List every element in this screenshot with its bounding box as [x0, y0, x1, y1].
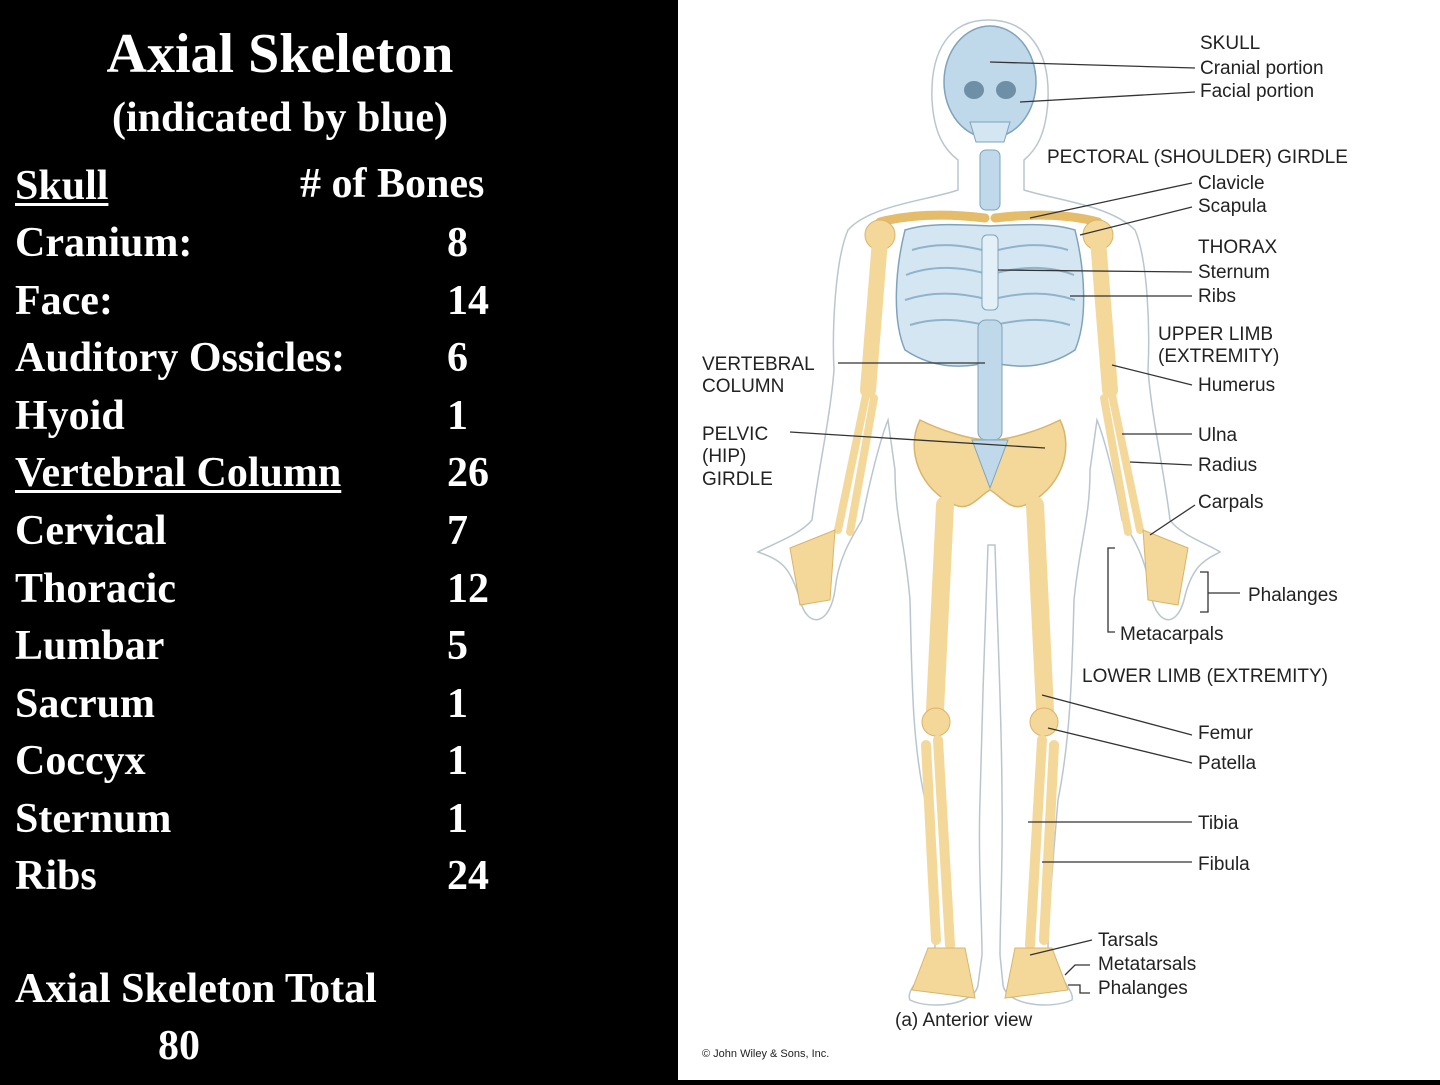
- bone-row-count: 14: [447, 278, 489, 324]
- bone-row-label: Face:: [15, 278, 113, 324]
- label-facial: Facial portion: [1200, 81, 1314, 102]
- label-radius: Radius: [1198, 455, 1257, 476]
- figure-caption: (a) Anterior view: [895, 1010, 1033, 1031]
- bone-row-label: Auditory Ossicles:: [15, 335, 346, 381]
- skeleton-figure-panel: SKULL Cranial portion Facial portion PEC…: [678, 0, 1440, 1080]
- femur-shape: [926, 496, 1054, 719]
- bone-row-count: 8: [447, 220, 468, 266]
- label-scapula: Scapula: [1198, 196, 1267, 217]
- bone-row-count: 7: [447, 508, 468, 554]
- body-outline: [756, 19, 1222, 1006]
- label-pelvic: PELVIC: [702, 424, 768, 445]
- bone-row-label: Sacrum: [15, 681, 155, 727]
- bone-row-count: 1: [447, 796, 468, 842]
- label-sternum: Sternum: [1198, 262, 1270, 283]
- vertebral-column-shape: [977, 319, 1003, 441]
- slide-text-panel: Axial Skeleton (indicated by blue) Skull…: [0, 0, 678, 1080]
- label-fibula: Fibula: [1198, 854, 1250, 875]
- label-hip: (HIP): [702, 446, 746, 467]
- label-vertebral-column: COLUMN: [702, 376, 784, 397]
- bone-row-label: Thoracic: [15, 566, 176, 612]
- label-skull: SKULL: [1200, 33, 1260, 54]
- label-patella: Patella: [1198, 753, 1257, 774]
- bone-row-label: Sternum: [15, 796, 172, 842]
- bone-row-label: Cervical: [15, 508, 167, 554]
- label-tibia: Tibia: [1198, 813, 1239, 834]
- total-value: 80: [158, 1023, 200, 1069]
- bone-count-header: # of Bones: [300, 161, 485, 207]
- skeleton-diagram: SKULL Cranial portion Facial portion PEC…: [702, 19, 1348, 1060]
- bone-row-label: Cranium:: [15, 220, 193, 266]
- label-metatarsals: Metatarsals: [1098, 954, 1196, 975]
- label-girdle: GIRDLE: [702, 469, 773, 490]
- label-humerus: Humerus: [1198, 375, 1275, 396]
- label-vertebral: VERTEBRAL: [702, 354, 815, 375]
- label-tarsals: Tarsals: [1098, 930, 1158, 951]
- label-ribs: Ribs: [1198, 286, 1236, 307]
- bone-row-count: 6: [447, 335, 468, 381]
- clavicle-shape: [875, 210, 1103, 227]
- humerus-shape: [860, 232, 1118, 398]
- label-phalanges-foot: Phalanges: [1098, 978, 1188, 999]
- bone-row-label: Vertebral Column: [15, 450, 342, 496]
- copyright-notice: © John Wiley & Sons, Inc.: [702, 1048, 829, 1060]
- bone-row-label: Coccyx: [15, 738, 146, 784]
- bone-row-count: 1: [447, 393, 468, 439]
- skull-shape: [943, 25, 1037, 139]
- bone-row-count: 24: [447, 853, 489, 899]
- label-upper-limb: UPPER LIMB: [1158, 324, 1273, 345]
- label-phalanges-hand: Phalanges: [1248, 585, 1338, 606]
- bone-row-label: Ribs: [15, 853, 97, 899]
- slide-title: Axial Skeleton: [106, 23, 454, 85]
- label-cranial: Cranial portion: [1200, 58, 1324, 79]
- bone-row-label: Lumbar: [15, 623, 165, 669]
- label-carpals: Carpals: [1198, 492, 1263, 513]
- sternum-shape: [981, 234, 999, 311]
- bone-row-label: Hyoid: [15, 393, 125, 439]
- leader-lines: [789, 61, 1240, 994]
- total-label: Axial Skeleton Total: [15, 966, 377, 1012]
- label-clavicle: Clavicle: [1198, 173, 1265, 194]
- label-pectoral: PECTORAL (SHOULDER) GIRDLE: [1047, 147, 1348, 168]
- bone-row-count: 1: [447, 681, 468, 727]
- label-upper-limb-extremity: (EXTREMITY): [1158, 346, 1279, 367]
- bone-row-count: 5: [447, 623, 468, 669]
- label-ulna: Ulna: [1198, 425, 1238, 446]
- skull-header: Skull: [15, 163, 109, 209]
- label-lower-limb: LOWER LIMB (EXTREMITY): [1082, 666, 1328, 687]
- label-metacarpals: Metacarpals: [1120, 624, 1224, 645]
- label-thorax: THORAX: [1198, 237, 1278, 258]
- bone-row-count: 26: [447, 450, 489, 496]
- slide-subtitle: (indicated by blue): [111, 95, 449, 141]
- bone-row-count: 1: [447, 738, 468, 784]
- label-femur: Femur: [1198, 723, 1254, 744]
- bone-row-count: 12: [447, 566, 489, 612]
